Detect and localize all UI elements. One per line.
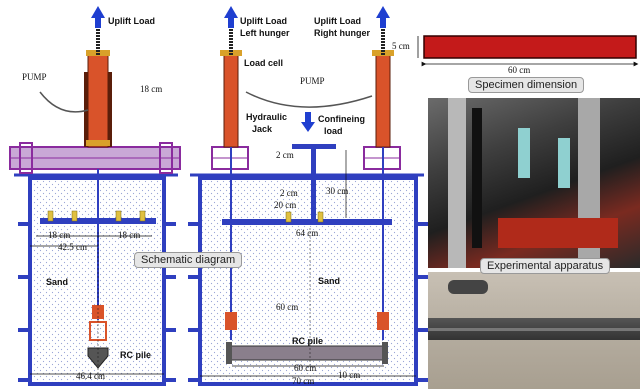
sand-left-label: Sand	[46, 277, 68, 287]
rc-pile-left-label: RC pile	[120, 350, 151, 360]
load-cell-label: Load cell	[244, 58, 283, 68]
left-hunger-label: Left hunger	[240, 28, 290, 38]
jack-label: Jack	[252, 124, 273, 134]
caption-specimen: Specimen dimension	[468, 77, 585, 93]
dim-18cm-b: 18 cm	[118, 230, 140, 240]
uplift-load-left-label: Uplift Load	[240, 16, 287, 26]
dim-10cm: 10 cm	[338, 370, 360, 380]
pump-right-label: PUMP	[300, 76, 325, 86]
specimen-photo	[428, 272, 640, 389]
specimen-dimension	[417, 35, 639, 67]
rc-pile-right-label: RC pile	[292, 336, 323, 346]
confining-plate	[222, 219, 392, 225]
dim-20cm: 20 cm	[274, 200, 296, 210]
left-side-bolts	[18, 222, 176, 382]
left-pump-hose	[39, 91, 89, 113]
confining-label: Confineing	[318, 114, 365, 124]
right-hunger-arrow-icon	[376, 6, 390, 28]
specimen-bar	[423, 35, 637, 59]
hydraulic-label: Hydraulic	[246, 112, 287, 122]
dim-42-5cm: 42.5 cm	[58, 242, 87, 252]
caption-apparatus: Experimental apparatus	[480, 258, 611, 274]
right-apparatus	[188, 6, 428, 386]
dim-60cm-v: 60 cm	[276, 302, 298, 312]
right-pump-hose	[245, 91, 373, 108]
caption-schematic: Schematic diagram	[134, 252, 243, 268]
left-inner-plate	[40, 218, 156, 224]
uplift-load-label: Uplift Load	[108, 16, 155, 26]
dim-60cm-h: 60 cm	[294, 363, 316, 373]
load-label: load	[324, 126, 343, 136]
left-hydraulic-jack	[87, 54, 109, 148]
dim-18cm-a: 18 cm	[48, 230, 70, 240]
dim-2cm-a: 2 cm	[276, 150, 294, 160]
sand-right-label: Sand	[318, 276, 340, 286]
dim-18cm-top: 18 cm	[140, 84, 162, 94]
dim-70cm: 70 cm	[292, 376, 314, 386]
right-hunger-label: Right hunger	[314, 28, 370, 38]
left-uplift-arrow-icon	[91, 6, 105, 28]
dim-46-4cm: 46.4 cm	[76, 371, 105, 381]
right-left-jack	[223, 54, 239, 148]
confining-t-bar	[292, 144, 336, 149]
left-apparatus	[9, 6, 181, 386]
confining-load-arrow-icon	[301, 112, 315, 132]
uplift-load-right-label: Uplift Load	[314, 16, 361, 26]
right-right-jack	[375, 54, 391, 148]
dim-30cm: 30 cm	[326, 186, 348, 196]
apparatus-photo	[428, 98, 640, 268]
right-rc-pile	[227, 345, 387, 361]
left-hunger-arrow-icon	[224, 6, 238, 28]
labels: Uplift Load Uplift Load Left hunger Upli…	[22, 16, 530, 386]
dim-2cm-b: 2 cm	[280, 188, 298, 198]
spec-60cm: 60 cm	[508, 65, 530, 75]
spec-5cm: 5 cm	[392, 41, 410, 51]
pump-left-label: PUMP	[22, 72, 47, 82]
right-side-bolts	[188, 222, 428, 382]
dim-64cm: 64 cm	[296, 228, 318, 238]
